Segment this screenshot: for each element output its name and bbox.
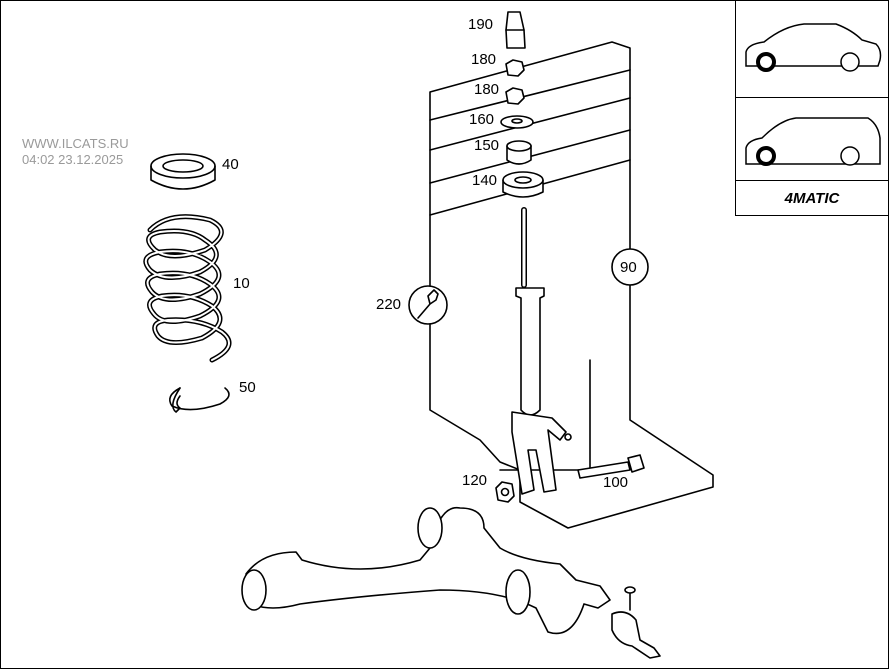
watermark-timestamp: 04:02 23.12.2025 [22,152,124,167]
ball-joint [611,611,661,659]
wrench-icon [417,289,439,319]
part-10-spring[interactable] [143,214,232,363]
estate-icon [745,117,881,166]
part-40-ring-inner [162,159,204,173]
panel-line [429,69,631,121]
part-120-hole [500,487,510,497]
part-40-ring[interactable] [150,153,216,179]
callout-90[interactable]: 90 [620,259,637,276]
control-arm-bushing-front [241,569,267,611]
watermark: WWW.ILCATS.RU 04:02 23.12.2025 [22,136,129,168]
part-100-bolt[interactable] [577,461,631,479]
callout-150[interactable]: 150 [474,137,500,154]
part-100-bolt-head [627,454,645,473]
part-40-ring-side [150,165,216,190]
sedan-icon [745,23,882,72]
vehicle-variant-panel: 4MATIC [735,0,889,216]
part-160-washer[interactable] [500,115,534,129]
callout-220[interactable]: 220 [376,296,402,313]
exploded-panel-outline [429,41,714,529]
callout-180-upper[interactable]: 180 [471,51,497,68]
ball-joint-nut [624,586,636,594]
part-90-fork [511,411,567,495]
part-180-nut-lower[interactable] [505,87,525,105]
part-140-top [502,171,544,189]
callout-90-circle [611,248,649,286]
part-90-fork-hole [564,433,572,441]
part-50-seat-edge [172,387,181,413]
callout-50[interactable]: 50 [239,379,256,396]
callout-100[interactable]: 100 [603,474,629,491]
part-150-top [506,140,532,152]
callout-10[interactable]: 10 [233,275,250,292]
callout-160[interactable]: 160 [469,111,495,128]
part-90-body[interactable] [515,287,545,416]
variant-estate[interactable] [736,98,888,181]
4matic-logo: 4MATIC [784,190,840,207]
control-arm-bushing-rear [417,507,443,549]
part-10-spring-inner [144,215,231,361]
part-180-nut-upper[interactable] [505,59,525,77]
variant-sedan[interactable] [736,0,888,98]
wrench-symbol-circle [408,285,448,325]
part-50-seat[interactable] [169,387,230,411]
control-arm-bushing-strut [505,569,531,615]
control-arm [245,506,611,635]
callout-190[interactable]: 190 [468,16,494,33]
part-140-hole [514,176,532,184]
callout-40[interactable]: 40 [222,156,239,173]
watermark-site: WWW.ILCATS.RU [22,136,129,151]
part-160-hole [511,118,523,124]
part-120-nut[interactable] [495,481,515,503]
callout-180-lower[interactable]: 180 [474,81,500,98]
callout-120[interactable]: 120 [462,472,488,489]
callout-140[interactable]: 140 [472,172,498,189]
